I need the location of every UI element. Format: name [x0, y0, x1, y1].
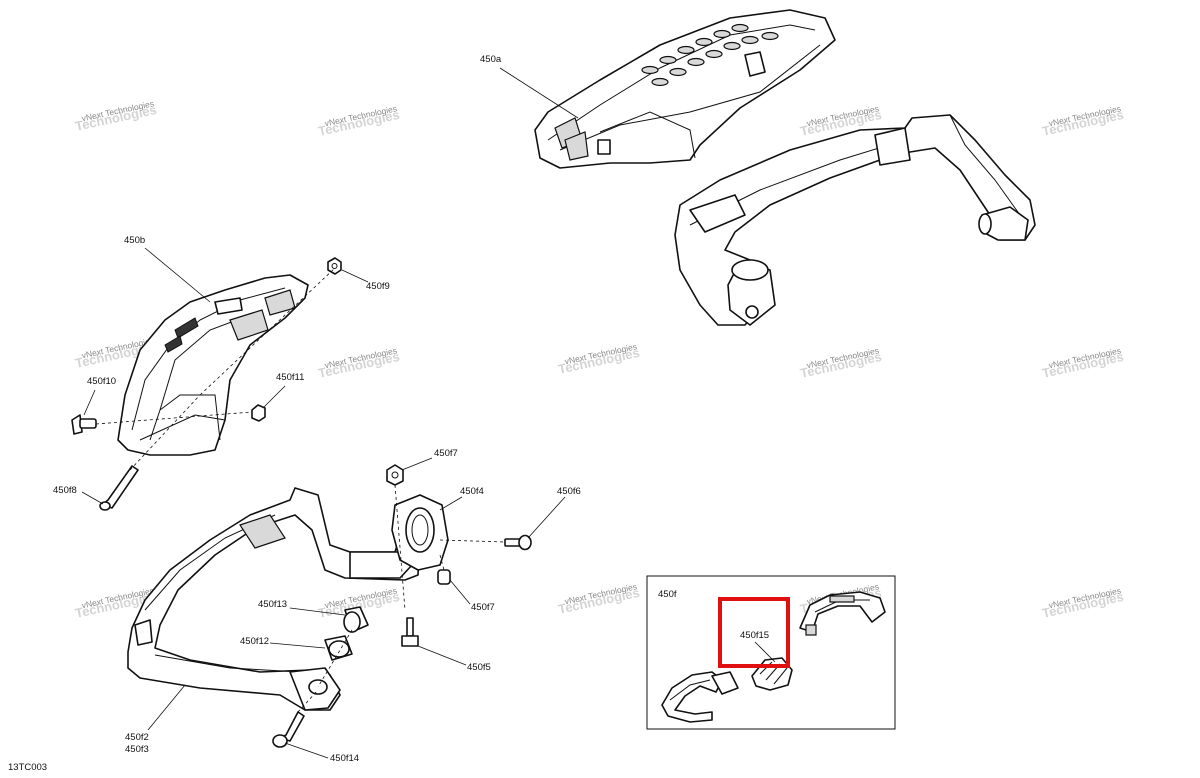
- callouts: 450a 450b 450f9 450f10 450f11 450f8 450f…: [53, 54, 581, 764]
- watermark: Technologies vNext Technologies: [1041, 103, 1125, 139]
- callout-450f8: 450f8: [53, 485, 77, 496]
- part-450f12-spacer: [324, 635, 353, 661]
- inset-shell-part: [799, 591, 886, 636]
- part-450b-handguard-shell: [117, 274, 309, 456]
- part-450f4-clamp: [391, 494, 449, 571]
- callout-450f13: 450f13: [258, 599, 287, 610]
- callout-450f2: 450f2: [125, 732, 149, 743]
- watermark: Technologies vNext Technologies: [557, 341, 641, 377]
- watermark: Technologies vNext Technologies: [1041, 585, 1125, 621]
- callout-450f15: 450f15: [740, 630, 769, 641]
- part-450f7-nut-top: [386, 464, 404, 486]
- callout-450a: 450a: [480, 54, 502, 65]
- callout-450f5: 450f5: [467, 662, 491, 673]
- callout-450f10: 450f10: [87, 376, 116, 387]
- callout-450f12: 450f12: [240, 636, 269, 647]
- watermark: Technologies vNext Technologies: [1041, 345, 1125, 381]
- watermark: Technologies vNext Technologies: [799, 345, 883, 381]
- watermark: Technologies vNext Technologies: [557, 581, 641, 617]
- assembly-lines: [95, 267, 506, 713]
- callout-450f9: 450f9: [366, 281, 390, 292]
- callout-450f7-top: 450f7: [434, 448, 458, 459]
- vent-slots: [641, 23, 779, 87]
- watermark: Technologies vNext Technologies: [317, 345, 401, 381]
- part-450f2-handguard-arm: [127, 487, 421, 711]
- inset-450f: 450f 450f15: [646, 575, 896, 730]
- part-450f9-nut: [327, 257, 342, 275]
- inset-arm-part: [661, 671, 739, 723]
- watermark: Technologies vNext Technologies: [317, 103, 401, 139]
- callout-450f14: 450f14: [330, 753, 359, 764]
- callout-450b: 450b: [124, 235, 145, 246]
- part-450f10-screw: [71, 414, 97, 435]
- diagram-code: 13TC003: [8, 762, 47, 773]
- callout-450f6: 450f6: [557, 486, 581, 497]
- part-450f14-bolt: [272, 711, 305, 748]
- part-450f7-spacer-bottom: [437, 569, 451, 585]
- callout-450f4: 450f4: [460, 486, 484, 497]
- callout-450f3: 450f3: [125, 744, 149, 755]
- watermark: Technologies vNext Technologies: [74, 98, 158, 134]
- callout-450f7-bottom: 450f7: [471, 602, 495, 613]
- callout-450f: 450f: [658, 589, 677, 600]
- part-handguard-arm-upper: [674, 114, 1036, 326]
- part-450f6-screw: [504, 534, 532, 551]
- part-450f11-nut: [251, 404, 266, 422]
- part-450f5-bolt: [401, 617, 419, 647]
- highlight-box: [718, 597, 790, 668]
- leader-lines: [81, 67, 579, 759]
- part-450a-handguard-shell: [534, 9, 836, 169]
- part-450f8-bolt: [99, 465, 139, 511]
- part-450f13-bushing: [343, 606, 369, 633]
- inset-frame: [646, 575, 896, 730]
- callout-450f11: 450f11: [276, 372, 304, 383]
